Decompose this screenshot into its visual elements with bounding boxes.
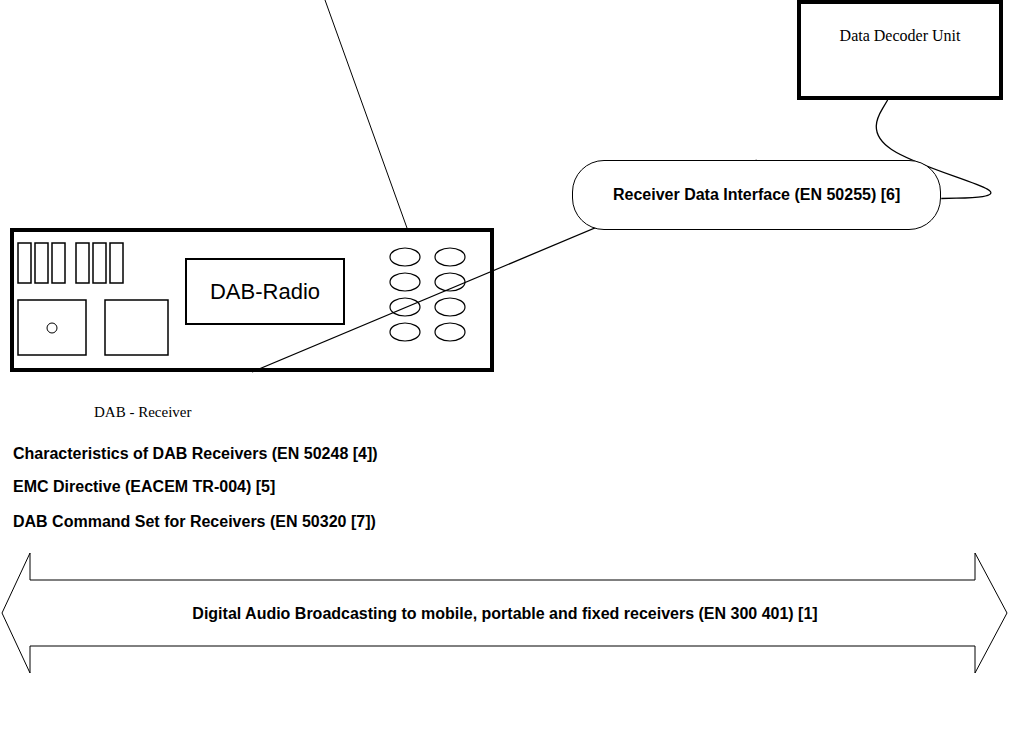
oval-button <box>390 273 420 291</box>
knob <box>47 323 57 333</box>
broadcast-band: Digital Audio Broadcasting to mobile, po… <box>0 553 1010 675</box>
display-box: DAB-Radio <box>185 258 345 325</box>
antenna-line <box>325 0 407 228</box>
button <box>76 243 89 283</box>
slot-panel <box>105 300 168 355</box>
node-text: Digital Audio Broadcasting to mobile, po… <box>192 604 817 624</box>
arrow-outline <box>2 553 1007 673</box>
node-heading: DAB - Receiver <box>94 403 191 422</box>
oval-button <box>435 323 465 341</box>
decoder-box: Data Decoder Unit <box>797 0 1003 100</box>
receiver-housing: DAB - ReceiverDAB-Radio <box>10 228 494 372</box>
oval-buttons <box>390 248 465 341</box>
button <box>110 243 123 283</box>
interface-box: Receiver Data Interface (EN 50255) [6] <box>572 160 941 230</box>
standard-label: DAB Command Set for Receivers (EN 50320 … <box>13 513 376 531</box>
node-text: DAB-Radio <box>210 278 320 306</box>
standard-label: Characteristics of DAB Receivers (EN 502… <box>13 445 378 463</box>
oval-button <box>390 298 420 316</box>
oval-button <box>390 323 420 341</box>
oval-button <box>435 298 465 316</box>
node-text: Receiver Data Interface (EN 50255) [6] <box>613 185 900 205</box>
button <box>18 243 31 283</box>
button <box>52 243 65 283</box>
node-text: Data Decoder Unit <box>840 26 961 46</box>
button <box>35 243 48 283</box>
button-group <box>18 243 168 355</box>
standard-label: EMC Directive (EACEM TR-004) [5] <box>13 478 275 496</box>
button <box>93 243 106 283</box>
oval-button <box>435 248 465 266</box>
knob-panel <box>18 300 86 355</box>
oval-button <box>390 248 420 266</box>
